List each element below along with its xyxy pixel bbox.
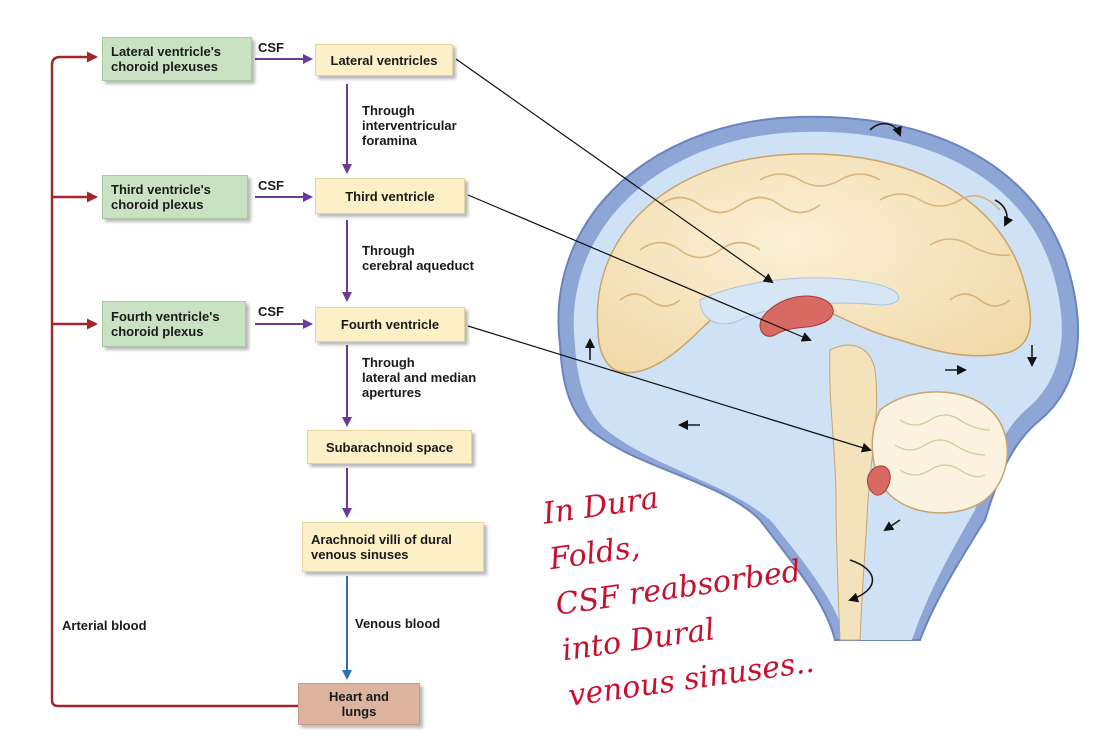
- heart-and-lungs-box: Heart and lungs: [298, 683, 420, 725]
- leader-lines: [455, 58, 872, 453]
- choroid-plexus-fourth: [867, 465, 891, 496]
- lateral-ventricles-box: Lateral ventricles: [315, 44, 453, 76]
- third-ventricle-box: Third ventricle: [315, 178, 465, 214]
- arterial-blood-label: Arterial blood: [62, 618, 147, 633]
- arterial-blood-loop: [50, 51, 298, 708]
- pathway-label-aqueduct: Through cerebral aqueduct: [362, 243, 474, 273]
- leader-third-ventricle: [467, 194, 812, 342]
- third-ventricle-label: Third ventricle: [345, 188, 435, 204]
- plexus-box-fourth: Fourth ventricle's choroid plexus: [102, 301, 246, 347]
- arachnoid-villi-box: Arachnoid villi of dural venous sinuses: [302, 522, 484, 572]
- plexus-box-third: Third ventricle's choroid plexus: [102, 175, 248, 219]
- handwritten-annotation: In Dura Folds, CSF reabsorbed into Dural…: [540, 480, 817, 714]
- lateral-ventricles-label: Lateral ventricles: [330, 52, 438, 68]
- cerebellum-folia: [894, 414, 991, 478]
- csf-label-3: CSF: [258, 304, 284, 319]
- csf-label-2: CSF: [258, 178, 284, 193]
- fourth-ventricle-label: Fourth ventricle: [340, 317, 440, 332]
- leader-lateral-ventricles: [455, 58, 774, 284]
- arterial-arrow-lateral: [50, 51, 298, 708]
- heart-and-lungs-label: Heart and lungs: [329, 689, 389, 719]
- csf-arrows: [255, 54, 352, 518]
- csf-label-1: CSF: [258, 40, 284, 55]
- brain-sagittal-illustration: [557, 115, 1079, 641]
- plexus-label-lateral: Lateral ventricle's choroid plexuses: [111, 44, 222, 74]
- venous-blood-label: Venous blood: [355, 616, 441, 631]
- subarachnoid-space-box: Subarachnoid space: [307, 430, 472, 464]
- subarachnoid-space-label: Subarachnoid space: [325, 439, 454, 455]
- cerebellum: [871, 391, 1008, 514]
- gyri-pattern: [619, 173, 1011, 307]
- plexus-label-fourth: Fourth ventricle's choroid plexus: [111, 309, 220, 339]
- fourth-ventricle-box: Fourth ventricle: [315, 307, 465, 342]
- pathway-label-apertures: Through lateral and median apertures: [362, 355, 477, 400]
- plexus-box-lateral: Lateral ventricle's choroid plexuses: [102, 37, 252, 81]
- leader-fourth-ventricle: [467, 325, 872, 453]
- csf-circulation-arrows: [585, 122, 1037, 603]
- pathway-label-interventricular: Through interventricular foramina: [362, 103, 457, 148]
- plexus-label-third: Third ventricle's choroid plexus: [111, 182, 211, 212]
- brainstem: [829, 344, 878, 641]
- arachnoid-villi-label: Arachnoid villi of dural venous sinuses: [311, 532, 452, 562]
